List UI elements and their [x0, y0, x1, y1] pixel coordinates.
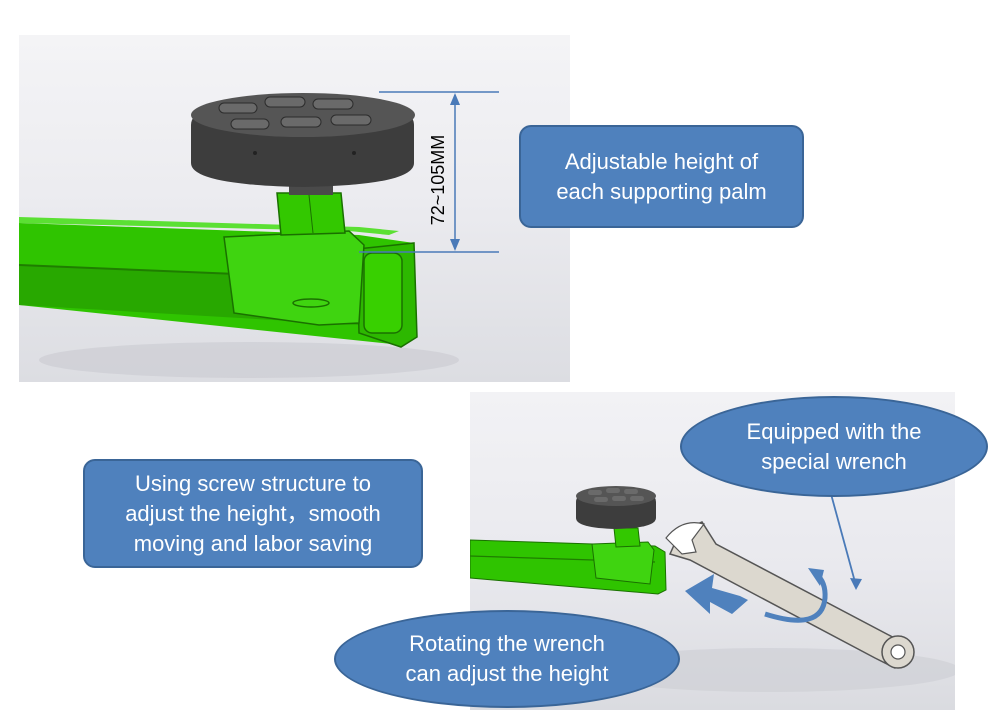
hex-nut-small: [613, 527, 641, 548]
dimension-label: 72~105MM: [428, 134, 448, 226]
green-arm-top: [19, 217, 399, 235]
closeup-render-panel: [19, 35, 570, 382]
sleeve-bracket: [223, 230, 365, 326]
callout-rotate-wrench-text: Rotating the wrench can adjust the heigh…: [405, 631, 609, 686]
callout-rotate-wrench: Rotating the wrench can adjust the heigh…: [334, 610, 680, 708]
callout-adjustable-height: Adjustable height of each supporting pal…: [519, 125, 804, 228]
closeup-render: [19, 91, 499, 378]
callout-special-wrench: Equipped with the special wrench: [680, 396, 988, 497]
callout-screw-structure: Using screw structure to adjust the heig…: [83, 459, 423, 568]
special-wrench: [665, 521, 915, 669]
callout-special-wrench-text: Equipped with the special wrench: [746, 418, 922, 474]
callout-adjustable-height-text: Adjustable height of each supporting pal…: [556, 148, 767, 204]
floor-shadow: [39, 342, 459, 378]
sleeve-bracket-small: [591, 541, 655, 585]
push-arrow-icon: [685, 574, 748, 614]
callout-screw-structure-text: Using screw structure to adjust the heig…: [125, 470, 381, 556]
